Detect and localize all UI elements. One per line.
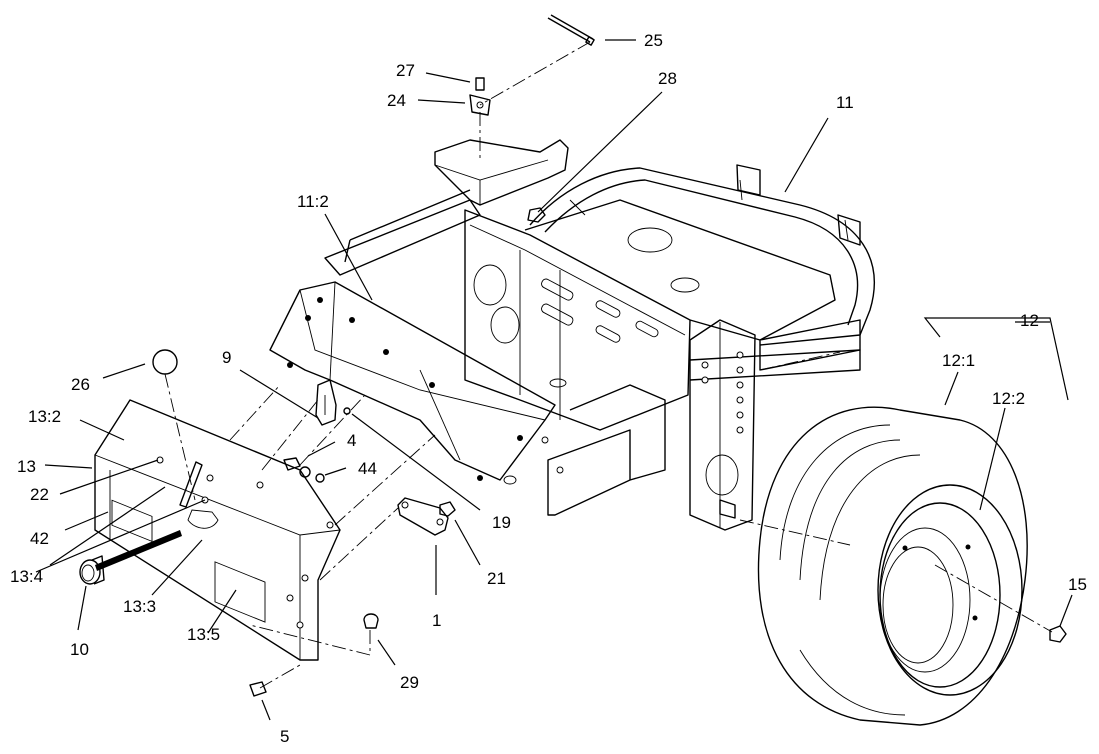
knob-and-shaft	[79, 530, 182, 585]
leader-lines	[35, 39, 1073, 721]
latch-lever	[315, 379, 337, 426]
assembly-lines	[164, 41, 1053, 689]
callout-44: 44	[358, 459, 377, 478]
callout-29: 29	[400, 673, 419, 692]
callout-13: 13	[17, 457, 36, 476]
callout-15: 15	[1068, 575, 1087, 594]
callout-24: 24	[387, 91, 406, 110]
nut-28	[527, 207, 546, 223]
main-frame	[324, 139, 875, 531]
callout-13-3: 13:3	[123, 597, 156, 616]
callout-19: 19	[492, 513, 511, 532]
callout-25: 25	[644, 31, 663, 50]
small-hardware	[249, 407, 379, 697]
callout-42: 42	[30, 529, 49, 548]
callout-11-2: 11:2	[297, 192, 329, 211]
front-panel	[94, 399, 341, 661]
callout-12-1: 12:1	[942, 351, 975, 370]
callout-5: 5	[280, 727, 289, 746]
callout-4: 4	[347, 431, 356, 450]
callout-27: 27	[396, 61, 415, 80]
callout-13-4: 13:4	[10, 567, 43, 586]
callout-22: 22	[30, 485, 49, 504]
callout-12-2: 12:2	[992, 389, 1025, 408]
callout-28: 28	[658, 69, 677, 88]
link-plate	[397, 497, 456, 536]
callout-1: 1	[432, 611, 441, 630]
callout-13-2: 13:2	[28, 407, 61, 426]
callout-13-5: 13:5	[187, 625, 220, 644]
tire-wheel-assembly	[757, 406, 1067, 726]
ball	[152, 349, 178, 375]
hitch-bracket	[269, 281, 556, 481]
clamp-and-bolt	[469, 77, 491, 116]
callout-21: 21	[487, 569, 506, 588]
callout-11: 11	[836, 93, 854, 112]
callout-10: 10	[70, 640, 89, 659]
rod	[547, 14, 595, 46]
callout-9: 9	[222, 348, 231, 367]
callout-labels: 25 27 24 28 11 11:2 9 26 13:2 13 22 42 1…	[10, 31, 1087, 746]
callout-12: 12	[1020, 311, 1039, 330]
callout-26: 26	[71, 375, 90, 394]
